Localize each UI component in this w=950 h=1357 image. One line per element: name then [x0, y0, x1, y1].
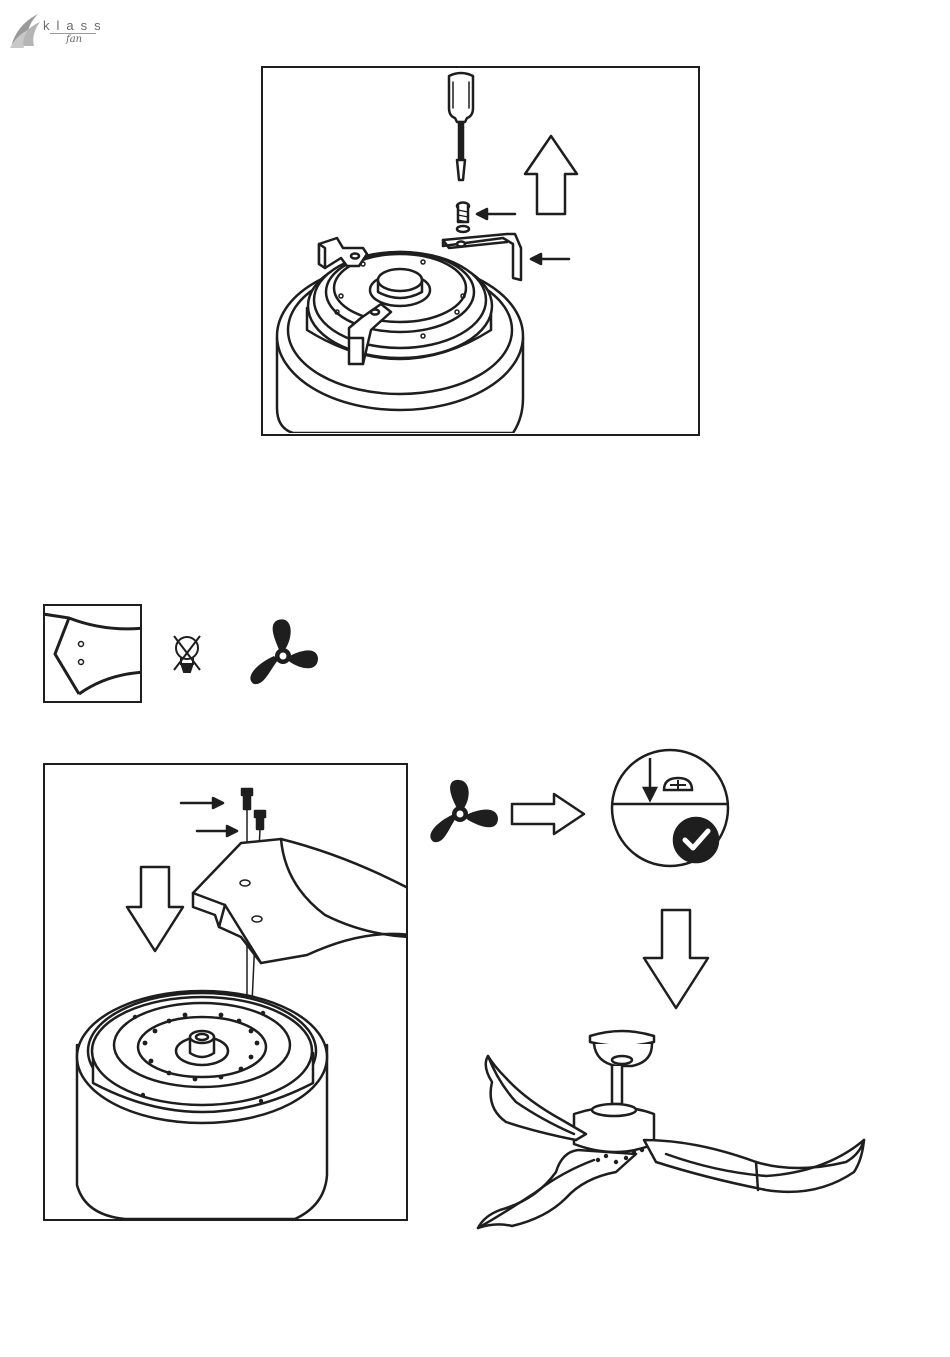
fan-blade [193, 839, 406, 963]
fan-propeller-icon [428, 778, 502, 848]
motor-housing [277, 252, 523, 433]
detail-correct-install [608, 746, 732, 870]
figure-remove-brackets [261, 66, 700, 436]
down-arrow-icon [127, 867, 183, 951]
brand-tagline: fan [66, 34, 82, 45]
screw-icon [457, 203, 469, 233]
motor-housing [77, 991, 327, 1219]
checkmark-icon [674, 818, 718, 862]
right-arrow-icon [508, 790, 588, 838]
figure-attach-blades [43, 763, 408, 1221]
screwdriver-icon [449, 73, 473, 180]
up-arrow-icon [525, 136, 577, 214]
brand-logo: klass fan [8, 4, 108, 52]
brand-underline [50, 33, 96, 34]
blade-shape-icon [43, 604, 142, 703]
motor-bracket-illustration [263, 68, 697, 433]
down-arrow-icon [638, 906, 714, 1012]
fan-propeller-icon [246, 618, 322, 690]
brand-name: klass [43, 18, 108, 33]
no-light-bulb-icon [170, 632, 204, 678]
assembled-ceiling-fan [466, 1022, 870, 1234]
